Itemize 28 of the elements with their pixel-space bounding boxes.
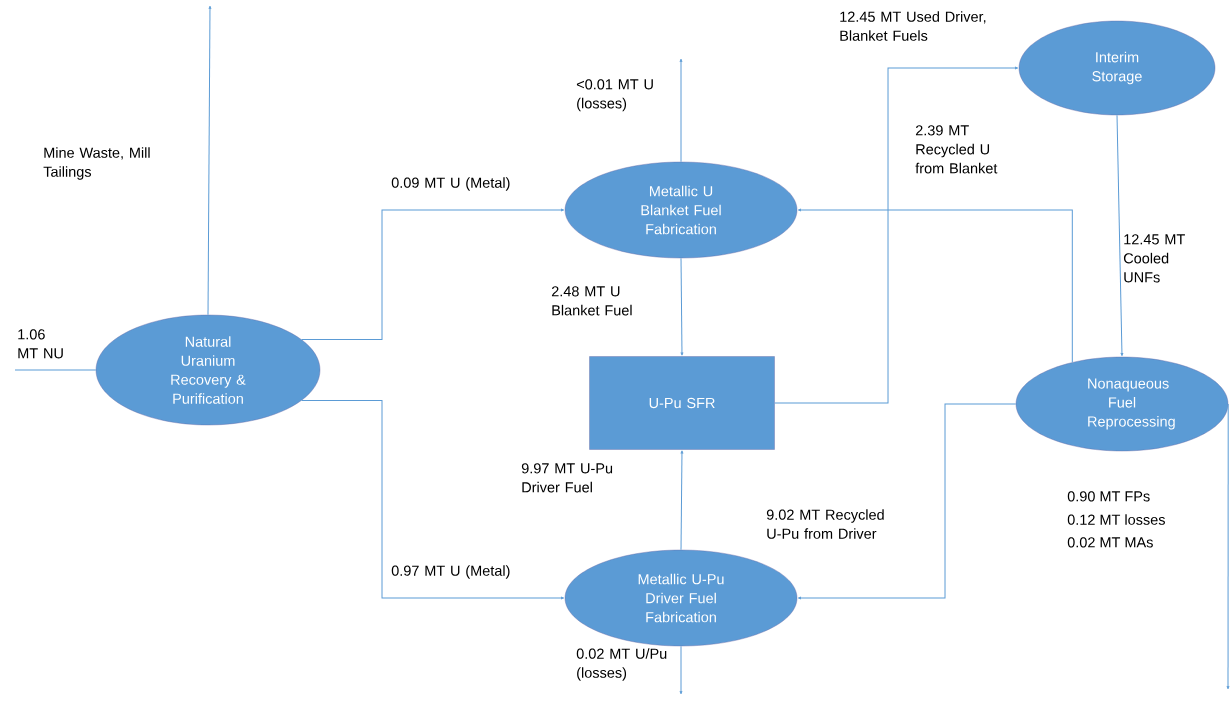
edge-label: 9.02 MT Recycled U-Pu from Driver xyxy=(766,509,884,539)
edge-label: 0.97 MT U (Metal) xyxy=(391,565,510,579)
edge-label: 12.45 MT Cooled UNFs xyxy=(1123,234,1185,283)
flow-label: 0.02 MT MAs xyxy=(1067,537,1153,548)
edge-label: <0.01 MT U (losses) xyxy=(576,79,653,112)
arrow xyxy=(301,399,565,600)
arrow xyxy=(797,403,1017,600)
arrow xyxy=(679,58,683,163)
arrow xyxy=(679,645,683,695)
arrow xyxy=(1226,403,1230,690)
edge-label: 9.97 MT U-Pu Driver Fuel xyxy=(521,463,613,493)
arrow xyxy=(301,208,565,341)
edge-label: 1.06 MT NU xyxy=(18,329,63,359)
reactor-box: U-Pu SFR xyxy=(589,356,775,450)
arrow xyxy=(1116,114,1124,357)
edge-label: 0.09 MT U (Metal) xyxy=(391,177,510,191)
arrow xyxy=(207,5,212,316)
edge-label: 12.45 MT Used Driver, Blanket Fuels xyxy=(840,11,986,41)
flow-label: 0.90 MT FPs xyxy=(1067,491,1150,502)
flow-label: 0.12 MT losses xyxy=(1067,514,1165,525)
arrow xyxy=(680,257,684,356)
arrow xyxy=(797,208,1073,363)
edge-label: 0.02 MT U/Pu (losses) xyxy=(576,648,667,681)
edge-label: Mine Waste, Mill Tailings xyxy=(43,147,150,180)
edge-label: 2.39 MT Recycled U from Blanket xyxy=(915,125,998,174)
arrow xyxy=(774,66,1019,404)
edge-label: 2.48 MT U Blanket Fuel xyxy=(551,286,632,316)
arrow xyxy=(680,450,684,551)
